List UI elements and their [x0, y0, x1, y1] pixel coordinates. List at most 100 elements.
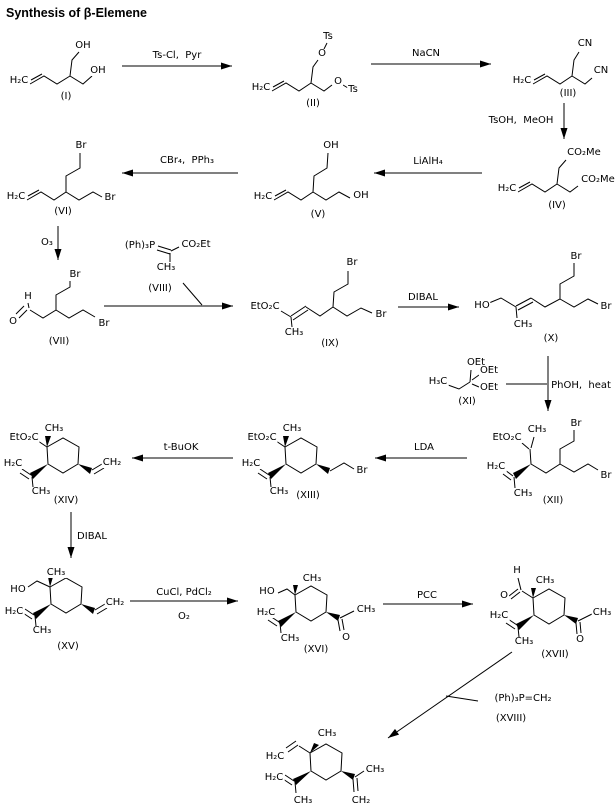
- reagent-label: LDA: [413, 442, 435, 453]
- compound-number: (XVII): [540, 649, 570, 660]
- atom-label: H₂C: [263, 772, 285, 783]
- structure-ii: [271, 42, 349, 92]
- atom-label: Ts: [347, 84, 359, 95]
- atom-label: CH₂: [104, 597, 126, 608]
- atom-label: H₂C: [511, 75, 533, 86]
- atom-label: CH₃: [513, 636, 535, 647]
- structure-viii: [156, 245, 203, 306]
- atom-label: O: [333, 76, 343, 87]
- atom-label: Br: [599, 301, 613, 312]
- atom-label: OH: [352, 190, 370, 201]
- reaction-arrows: [54, 60, 568, 739]
- reagent-label: O₂: [177, 611, 191, 622]
- atom-label: H₂C: [8, 75, 30, 86]
- structure-xiii: [257, 436, 355, 488]
- atom-label: Br: [599, 470, 613, 481]
- atom-label: Br: [97, 318, 111, 329]
- atom-label: Br: [68, 269, 82, 280]
- atom-label: Ts: [322, 31, 334, 42]
- atom-label: O: [317, 48, 327, 59]
- atom-label: CH₃: [281, 423, 303, 434]
- compound-number: (III): [558, 88, 578, 99]
- atom-label: CH₃: [30, 486, 52, 497]
- atom-label: Br: [74, 140, 88, 151]
- atom-label: CH₂: [350, 795, 372, 806]
- reagent-connector-viii: [182, 282, 203, 306]
- atom-label: H₃C: [427, 376, 449, 387]
- compound-number: (VI): [53, 206, 73, 217]
- atom-label: CH₃: [512, 488, 534, 499]
- atom-label: OH: [89, 65, 107, 76]
- atom-label: Br: [374, 309, 388, 320]
- atom-label: CH₃: [534, 575, 556, 586]
- structure-iv: [517, 159, 579, 193]
- final-product: [282, 740, 365, 794]
- atom-label: CO₂Me: [566, 147, 602, 158]
- compound-number: (IX): [320, 338, 340, 349]
- atom-label: OEt: [478, 365, 500, 376]
- atom-label: OH: [322, 140, 340, 151]
- structure-xiv: [19, 436, 105, 488]
- atom-label: H₂C: [496, 183, 518, 194]
- reagent-label: CuCl, PdCl₂: [155, 587, 213, 598]
- atom-label: H₂C: [5, 191, 27, 202]
- atom-label: O: [499, 590, 509, 601]
- compound-number: (X): [542, 333, 560, 344]
- atom-label: CO₂Et: [180, 239, 212, 250]
- atom-label: HO: [9, 584, 27, 595]
- structure-x: [488, 263, 599, 319]
- compound-number: (XI): [457, 396, 477, 407]
- compound-number: (V): [309, 209, 327, 220]
- reagent-label: NaCN: [410, 48, 442, 59]
- atom-label: EtO₂C: [249, 301, 281, 312]
- atom-label: H₂C: [485, 461, 507, 472]
- arrow-xvii-product: [387, 651, 513, 739]
- structure-xv: [22, 577, 108, 627]
- atom-label: CH₃: [591, 607, 613, 618]
- atom-label: CH₃: [268, 486, 290, 497]
- atom-label: H₂C: [252, 191, 274, 202]
- atom-label: CH₃: [31, 625, 53, 636]
- compound-number: (I): [59, 91, 73, 102]
- structure-ix: [280, 271, 373, 328]
- atom-label: H₂C: [264, 751, 286, 762]
- reagent-label: DIBAL: [76, 531, 108, 542]
- atom-label: OH: [74, 40, 92, 51]
- compound-number: (IV): [547, 200, 567, 211]
- atom-label: HO: [473, 300, 491, 311]
- structure-vii: [15, 281, 96, 319]
- compound-number: (VIII): [147, 283, 173, 294]
- atom-label: O: [8, 316, 18, 327]
- atom-label: (Ph)₃P=CH₂: [493, 693, 553, 704]
- atom-label: Br: [103, 192, 117, 203]
- atom-label: H: [512, 565, 522, 576]
- atom-label: H₂C: [240, 458, 262, 469]
- compound-number: (II): [305, 98, 321, 109]
- atom-label: CH₃: [301, 573, 323, 584]
- atom-label: CN: [592, 65, 610, 76]
- reagent-label: TsOH, MeOH: [487, 115, 555, 126]
- atom-label: Br: [569, 418, 583, 429]
- atom-label: CH₃: [45, 567, 67, 578]
- atom-label: H₂C: [488, 610, 510, 621]
- reagent-label: O₃: [40, 237, 54, 248]
- atom-label: CH₃: [364, 764, 386, 775]
- reagent-label: CBr₄, PPh₃: [159, 155, 215, 166]
- atom-label: CH₃: [292, 795, 314, 806]
- atom-label: H₂C: [255, 607, 277, 618]
- structure-v: [273, 152, 351, 201]
- compound-number: (XVIII): [494, 713, 528, 724]
- atom-label: H: [23, 291, 33, 302]
- atom-label: HO: [258, 586, 276, 597]
- reagent-label: DIBAL: [407, 292, 439, 303]
- compound-number: (XV): [56, 641, 80, 652]
- compound-number: (XVI): [302, 644, 330, 655]
- structure-iii: [532, 51, 593, 85]
- atom-label: CH₂: [101, 457, 123, 468]
- atom-label: CH₃: [283, 327, 305, 338]
- atom-label: Br: [355, 465, 369, 476]
- atom-label: CH₃: [316, 728, 338, 739]
- compound-number: (VII): [47, 336, 71, 347]
- atom-label: CH₃: [155, 262, 177, 273]
